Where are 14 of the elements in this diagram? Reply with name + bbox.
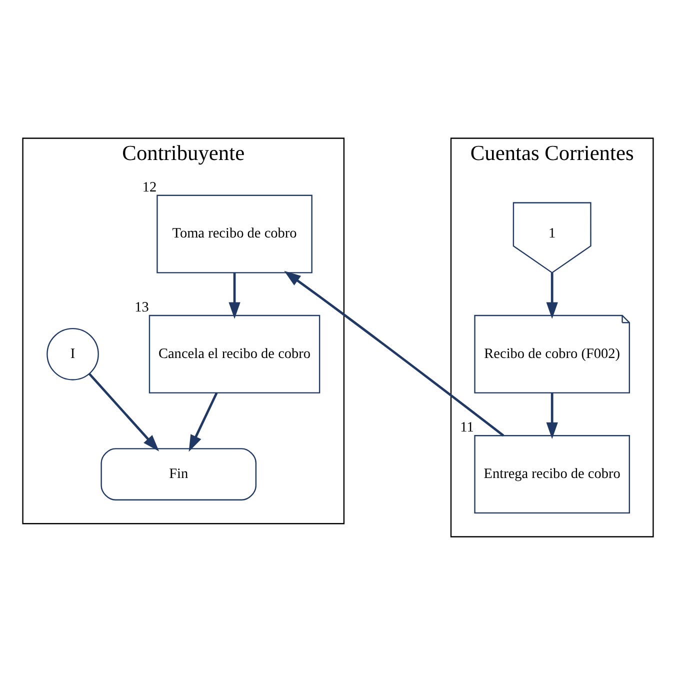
node-box: Toma recibo de cobro xyxy=(156,194,312,274)
node-box: Cancela el recibo de cobro xyxy=(148,314,320,394)
arrow xyxy=(546,272,558,319)
node-box: Fin xyxy=(100,448,257,500)
node-circle: I xyxy=(46,328,99,380)
node-label: 12 xyxy=(142,179,157,196)
node-box: Entrega recibo de cobro xyxy=(474,435,630,514)
arrow xyxy=(284,270,504,436)
arrow xyxy=(546,392,558,440)
arrow xyxy=(88,372,160,452)
node-label: 13 xyxy=(134,299,149,316)
arrow xyxy=(228,272,240,319)
node-label: 11 xyxy=(460,420,474,436)
arrow xyxy=(188,392,218,452)
